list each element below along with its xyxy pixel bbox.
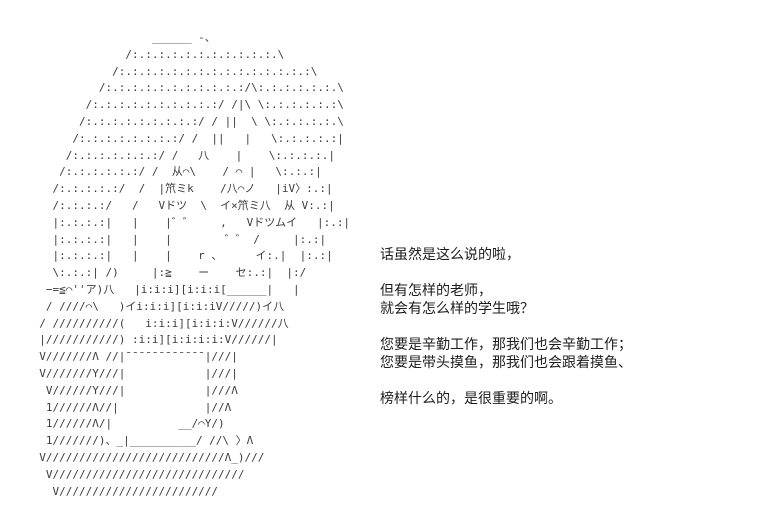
dialogue-paragraph-1: 话虽然是这么说的啦， bbox=[380, 247, 520, 263]
dialogue-paragraph-2: 但有怎样的老师， 就会有怎么样的学生哦？ bbox=[380, 283, 534, 317]
dialogue-paragraph-4: 榜样什么的，是很重要的啊。 bbox=[380, 391, 562, 407]
dialogue-paragraph-3: 您要是辛勤工作，那我们也会辛勤工作； 您要是带头摸鱼，那我们也会跟着摸鱼、 bbox=[380, 337, 632, 371]
ascii-art-character: ______ -、 /:.:.:.:.:.:.:.:.:.:.:.\ /:.:.… bbox=[39, 31, 351, 498]
dialogue-panel: 话虽然是这么说的啦， 但有怎样的老师， 就会有怎么样的学生哦？ 您要是辛勤工作，… bbox=[380, 246, 740, 426]
